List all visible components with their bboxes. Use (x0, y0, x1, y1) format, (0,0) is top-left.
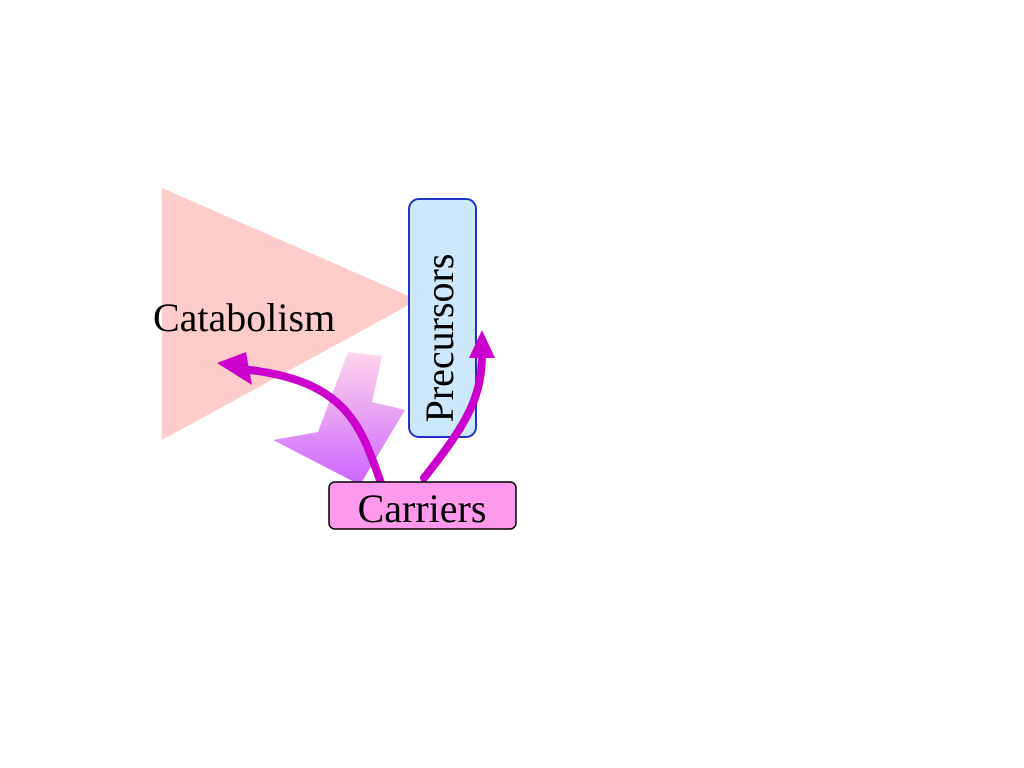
catabolism-label: Catabolism (153, 295, 335, 340)
carriers-label: Carriers (358, 486, 487, 531)
carriers-to-precursors-arrow (420, 348, 486, 482)
precursors-box (408, 198, 477, 438)
catabolism-triangle (162, 188, 418, 440)
catabolism-flow-arrow (273, 352, 405, 485)
carriers-to-catabolism-arrow (246, 366, 386, 490)
arrowhead-up-icon (469, 330, 495, 358)
precursors-label: Precursors (417, 254, 462, 423)
carriers-box (328, 481, 517, 530)
arrowhead-left-icon (217, 352, 252, 385)
